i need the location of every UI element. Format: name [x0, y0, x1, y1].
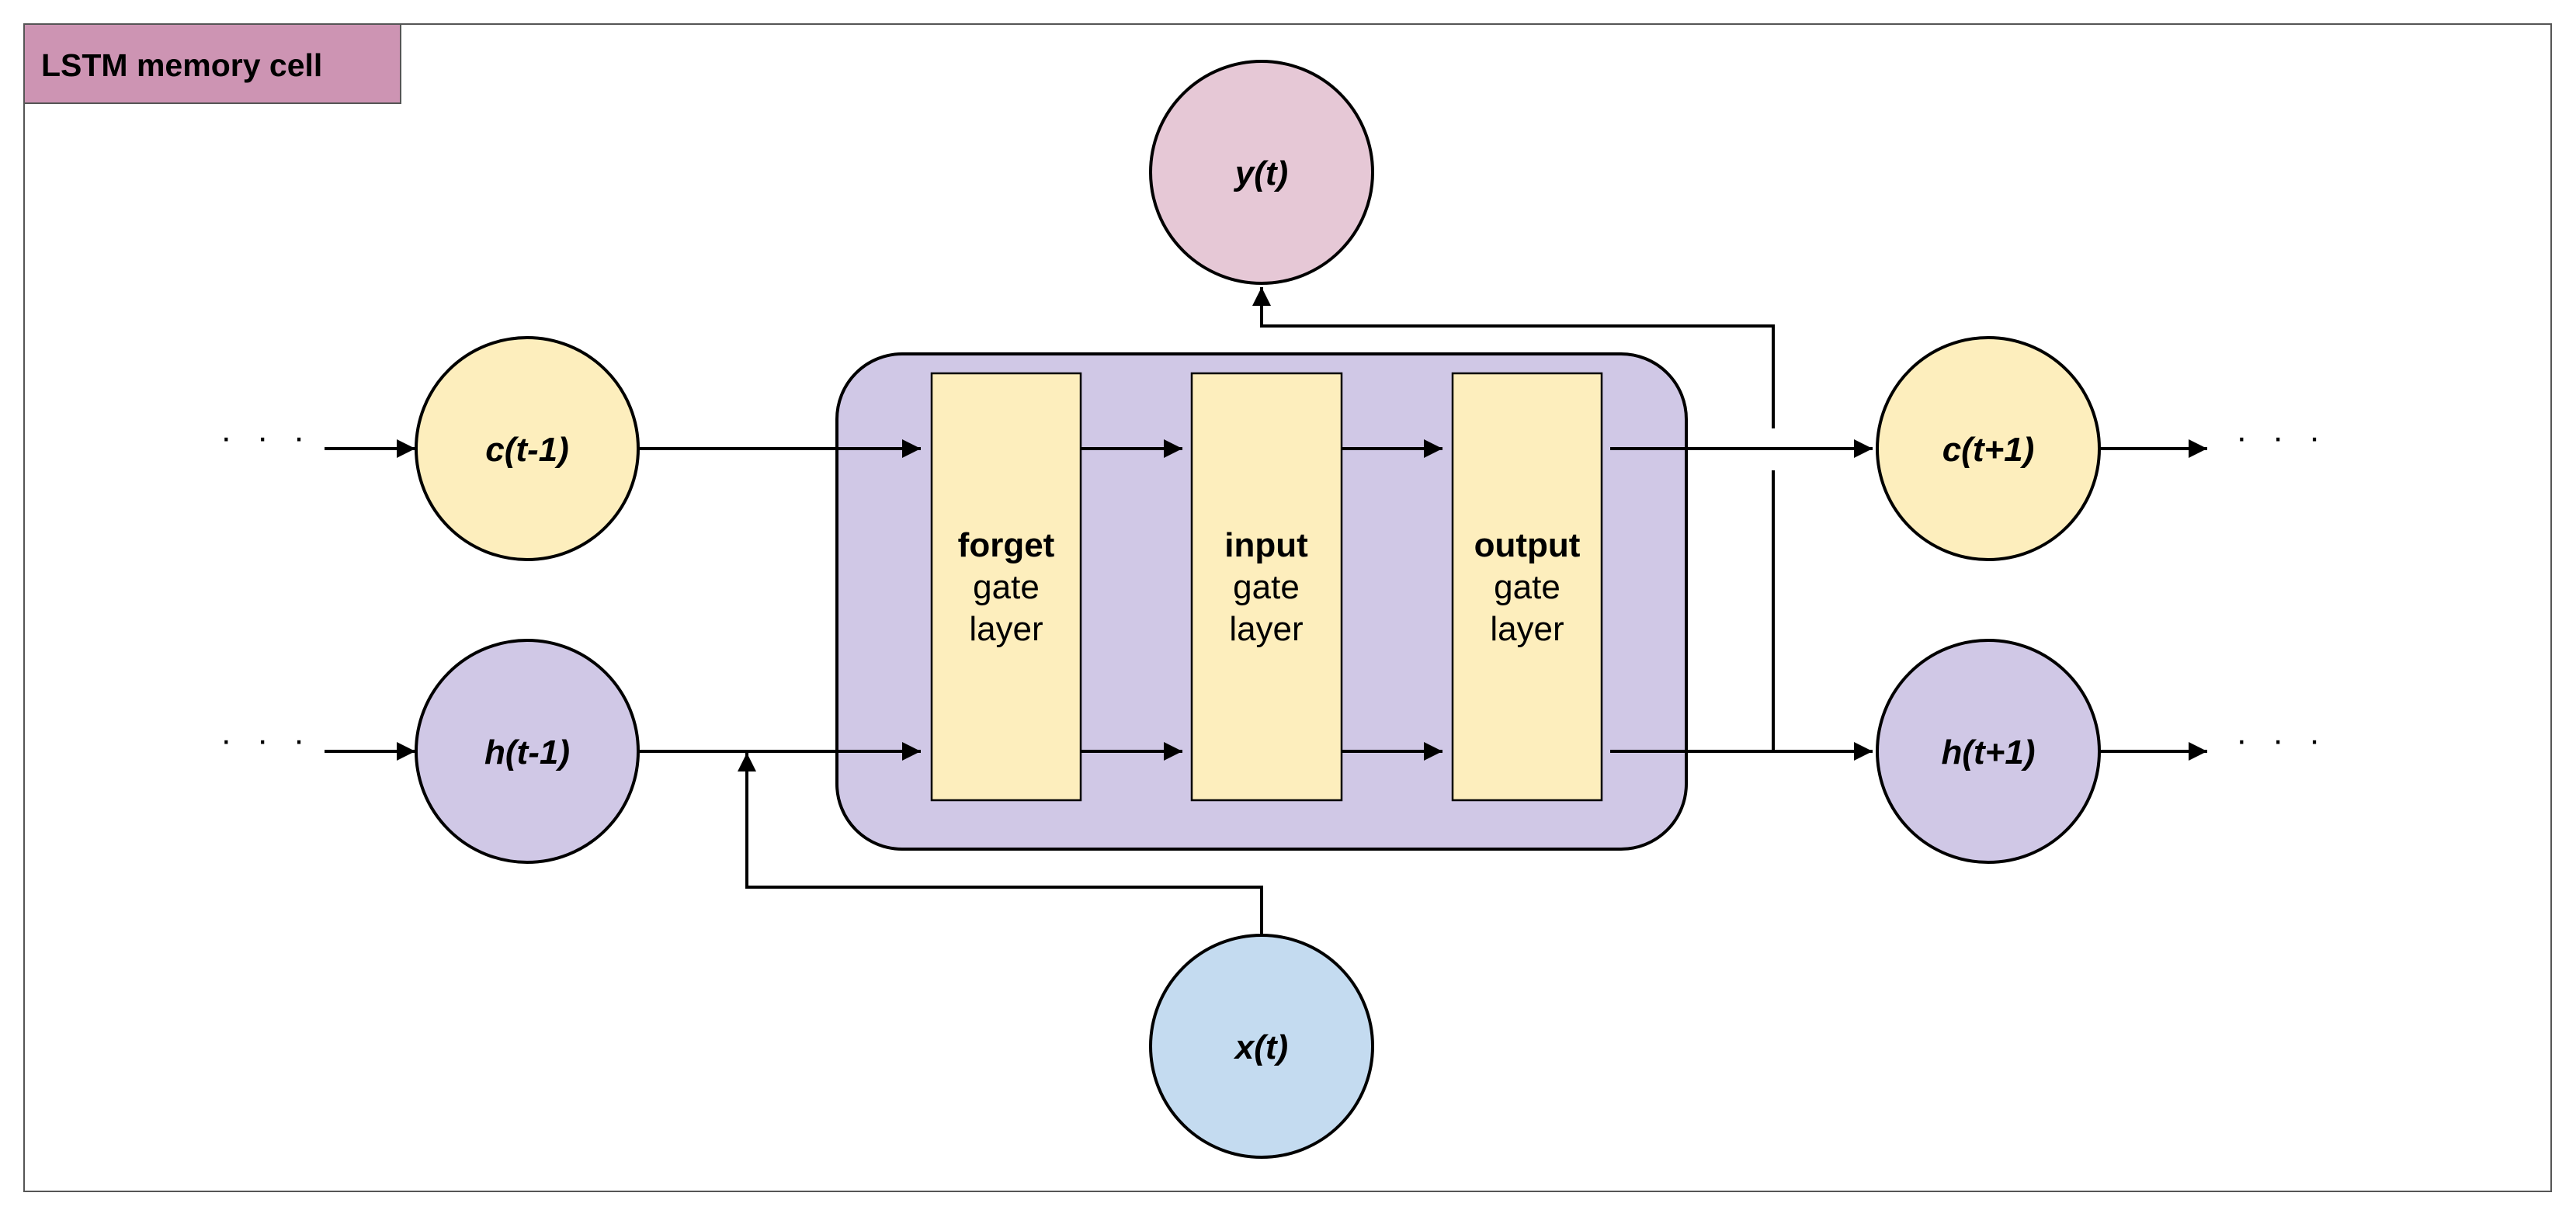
arrow-h-to-y	[1252, 287, 1775, 428]
forget-gate-line3: layer	[969, 610, 1043, 648]
node-c-next: c(t+1)	[1876, 336, 2101, 561]
input-gate-rect	[1190, 372, 1343, 802]
node-c-prev-circle	[415, 336, 640, 561]
input-gate-name: input	[1224, 526, 1308, 564]
forget-gate-rect	[930, 372, 1082, 802]
node-h-next-circle	[1876, 639, 2101, 864]
ellipsis-h-left: · · ·	[220, 721, 312, 759]
ellipsis-c-right: · · ·	[2236, 418, 2328, 456]
arrow-x-to-h-row	[738, 753, 1263, 935]
node-c-prev-label: c(t-1)	[485, 431, 569, 469]
node-x: x(t)	[1149, 934, 1374, 1159]
output-gate-layer: output gate layer	[1451, 372, 1603, 802]
input-gate-line3: layer	[1229, 610, 1303, 648]
output-gate-name: output	[1474, 526, 1581, 564]
ellipsis-c-left: · · ·	[220, 418, 312, 456]
node-h-prev-circle	[415, 639, 640, 864]
diagram-title: LSTM memory cell	[41, 47, 322, 83]
ellipsis-h-right: · · ·	[2236, 721, 2328, 759]
node-y-label: y(t)	[1234, 154, 1288, 192]
output-gate-rect	[1451, 372, 1603, 802]
node-h-next-label: h(t+1)	[1942, 733, 2036, 771]
forget-gate-name: forget	[958, 526, 1055, 564]
node-x-circle	[1149, 934, 1374, 1159]
output-gate-line2: gate	[1494, 568, 1561, 606]
output-gate-line3: layer	[1490, 610, 1564, 648]
node-h-prev: h(t-1)	[415, 639, 640, 864]
node-x-label: x(t)	[1234, 1028, 1288, 1066]
title-box	[23, 23, 401, 104]
forget-gate-line2: gate	[973, 568, 1040, 606]
node-c-next-label: c(t+1)	[1942, 431, 2035, 469]
node-h-next: h(t+1)	[1876, 639, 2101, 864]
node-y-circle	[1149, 60, 1374, 285]
title-badge: LSTM memory cell	[23, 23, 401, 104]
node-c-prev: c(t-1)	[415, 336, 640, 561]
node-h-prev-label: h(t-1)	[484, 733, 570, 771]
input-gate-layer: input gate layer	[1190, 372, 1343, 802]
forget-gate-layer: forget gate layer	[930, 372, 1082, 802]
input-gate-line2: gate	[1233, 568, 1300, 606]
node-c-next-circle	[1876, 336, 2101, 561]
node-y: y(t)	[1149, 60, 1374, 285]
